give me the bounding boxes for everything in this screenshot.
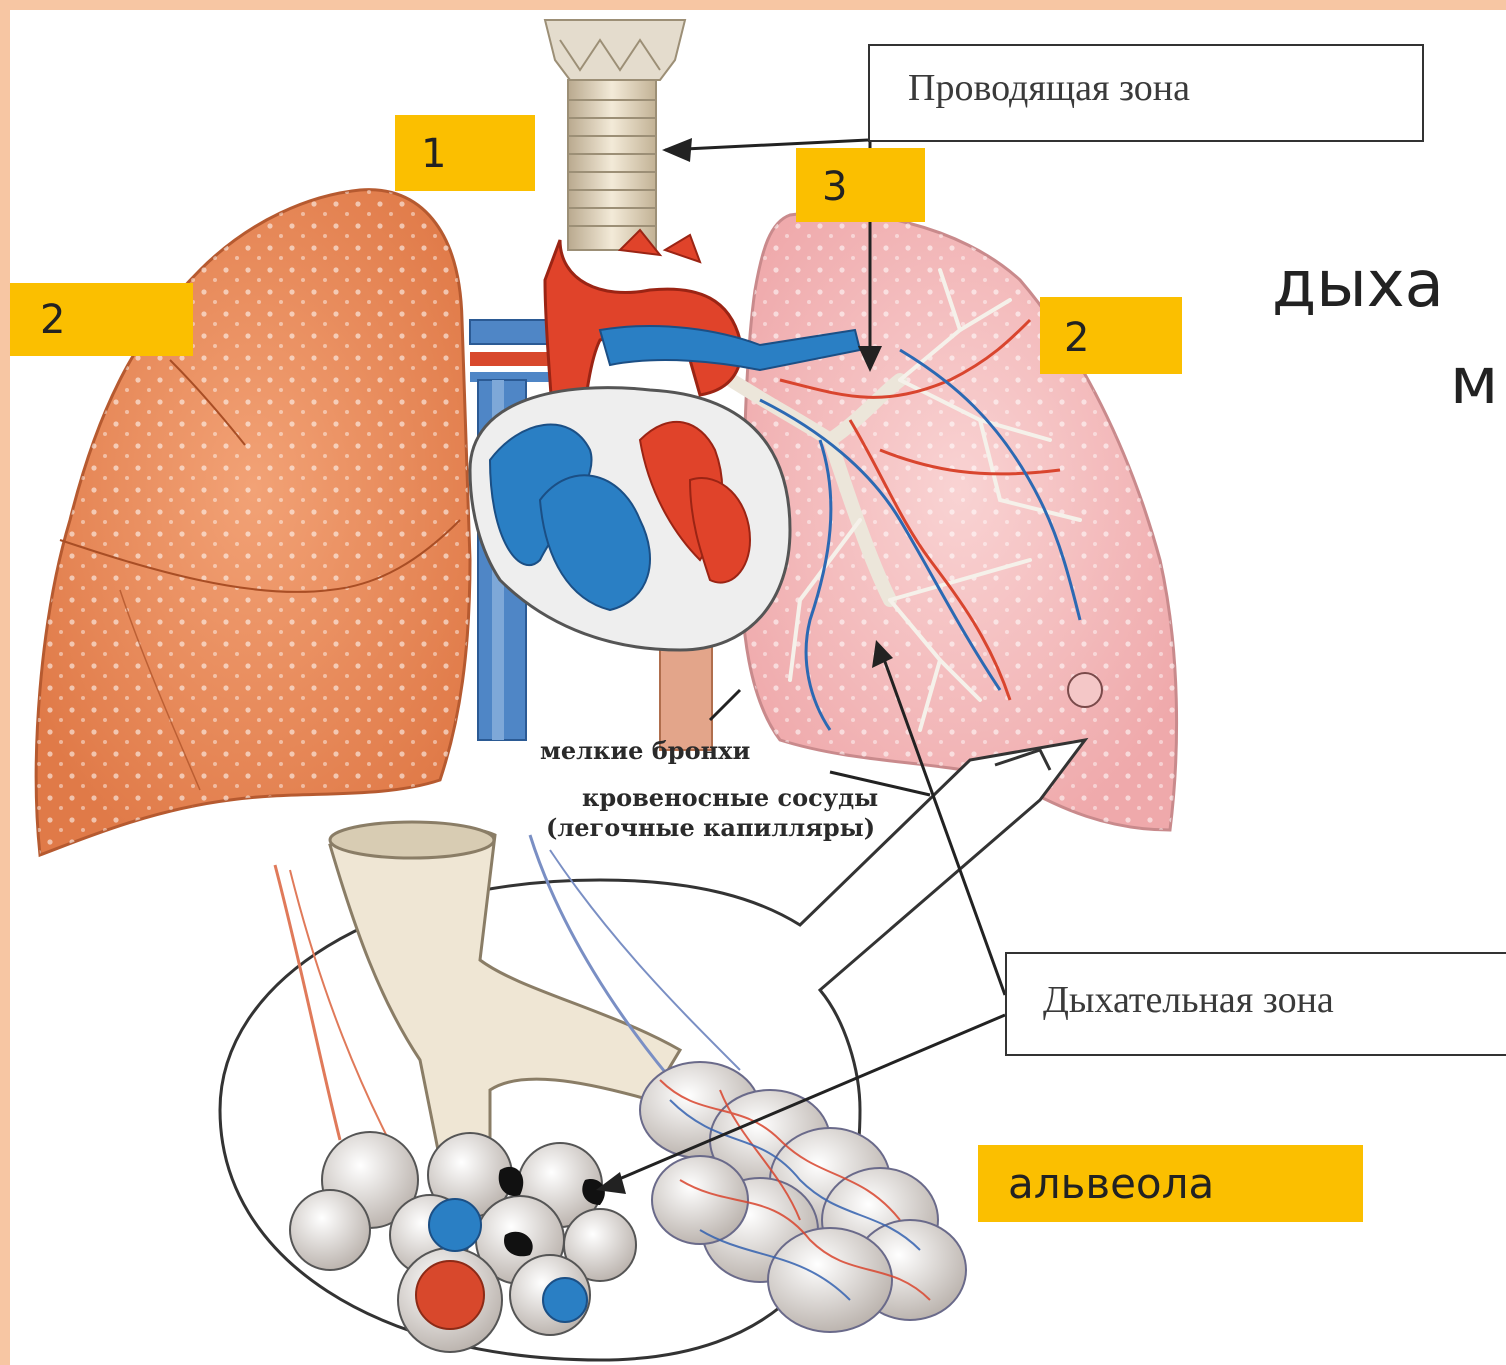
conducting-zone-label: Проводящая зона [908, 66, 1190, 110]
vessels-label-line2: (легочные капилляры) [546, 813, 875, 842]
badge-trachea: 1 [395, 115, 535, 191]
slide-title-line1: дыха [1272, 248, 1444, 322]
badge-alveolus-text: альвеола [1008, 1159, 1214, 1208]
badge-lung-left-text: 2 [40, 297, 65, 343]
trachea [545, 20, 685, 250]
slide-title-line2: м [1450, 345, 1498, 419]
respiratory-zone-label: Дыхательная зона [1043, 978, 1334, 1022]
respiratory-zone-box: Дыхательная зона [1005, 952, 1506, 1056]
badge-bronchus-text: 3 [822, 164, 847, 210]
small-bronchi-label: мелкие бронхи [540, 736, 750, 765]
badge-trachea-text: 1 [421, 131, 446, 177]
badge-lung-right: 2 [1040, 297, 1182, 374]
badge-bronchus: 3 [796, 148, 925, 222]
badge-alveolus: альвеола [978, 1145, 1363, 1222]
badge-lung-right-text: 2 [1064, 315, 1089, 361]
vessels-label-line1: кровеносные сосуды [582, 783, 878, 812]
conducting-zone-box: Проводящая зона [868, 44, 1424, 142]
badge-lung-left: 2 [10, 283, 193, 356]
